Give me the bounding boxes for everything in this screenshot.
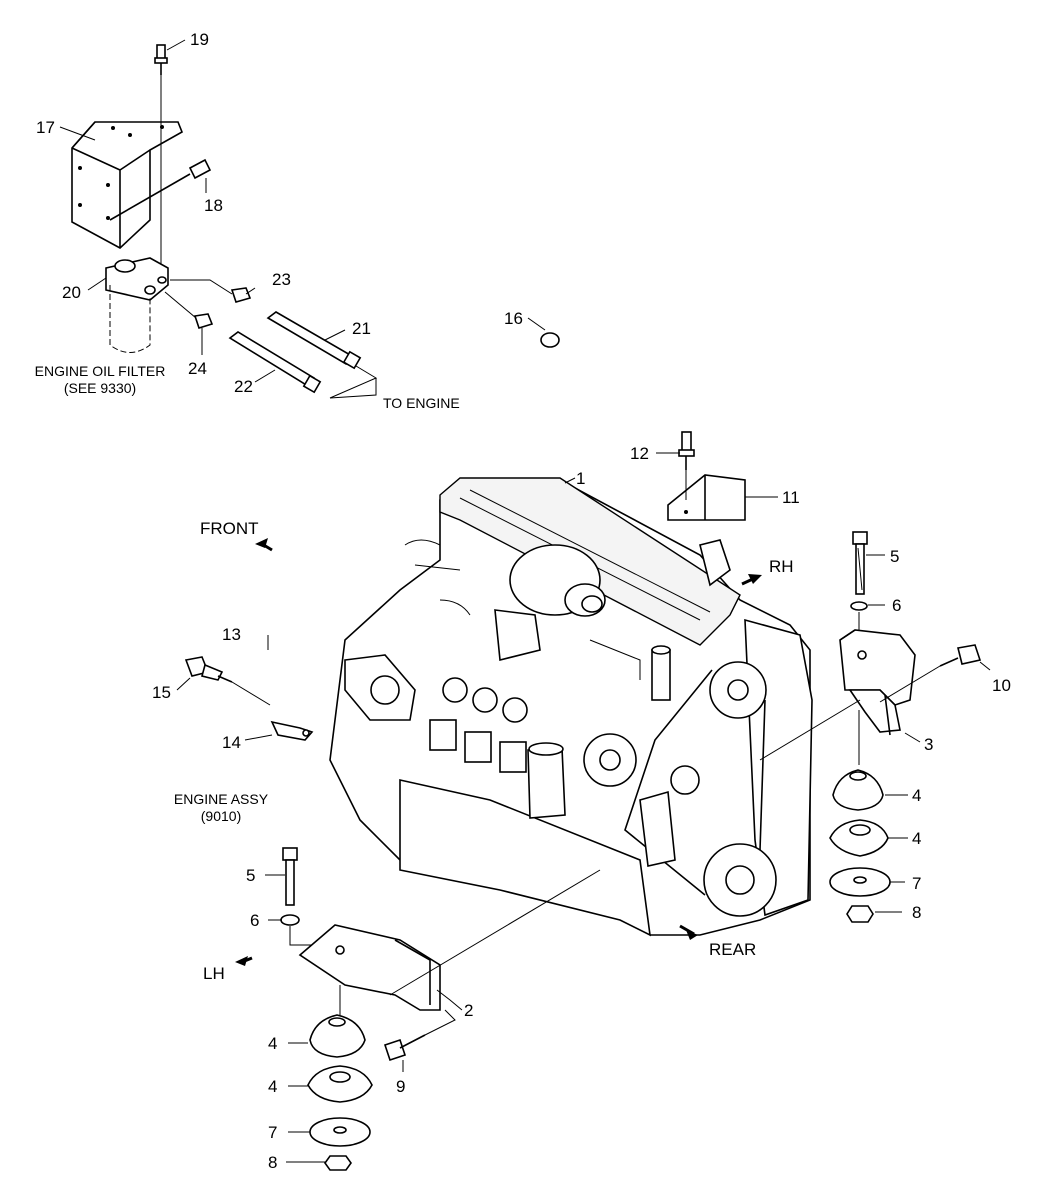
bracket-2: [298, 869, 601, 1015]
callout-13: 13: [222, 625, 241, 644]
hose-22: [228, 331, 322, 394]
washer-7-right: [829, 867, 891, 897]
leader-lines: [59, 39, 991, 1163]
lh-arrow-icon: [235, 956, 253, 966]
direction-front-label: FRONT: [200, 519, 259, 538]
callout-15: 15: [152, 683, 171, 702]
callout-20: 20: [62, 283, 81, 302]
washer-7-left: [309, 1117, 371, 1147]
callout-5-left: 5: [246, 866, 255, 885]
bracket-11: [667, 474, 746, 521]
oil-filter-note-line2: (SEE 9330): [64, 380, 136, 396]
callout-18: 18: [204, 196, 223, 215]
to-engine-note: TO ENGINE: [383, 395, 460, 411]
rh-arrow-icon: [741, 574, 762, 586]
bolt-9: [383, 1009, 456, 1062]
callout-12: 12: [630, 444, 649, 463]
callout-1: 1: [576, 469, 585, 488]
callout-4-left-upper: 4: [268, 1034, 277, 1053]
rubber-mount-4-left-lower: [307, 1065, 373, 1103]
clamp-14: [270, 720, 314, 741]
bolt-18: [109, 158, 212, 221]
callout-11: 11: [782, 488, 800, 507]
callout-19: 19: [190, 30, 209, 49]
callout-8-left: 8: [268, 1153, 277, 1172]
callout-4-right-upper: 4: [912, 786, 921, 805]
rubber-mount-4-left-upper: [309, 1014, 366, 1058]
bolt-10: [879, 644, 982, 703]
callout-21: 21: [352, 319, 371, 338]
callout-9: 9: [396, 1077, 405, 1096]
callout-17: 17: [36, 118, 55, 137]
oil-filter-bracket-17: [71, 121, 184, 249]
callout-23: 23: [272, 270, 291, 289]
callout-22: 22: [234, 377, 253, 396]
rubber-mount-4-right-upper: [832, 769, 884, 811]
bracket-3: [839, 629, 916, 736]
fitting-23: [170, 279, 252, 303]
callout-16: 16: [504, 309, 523, 328]
callout-2: 2: [464, 1001, 473, 1020]
engine-assembly-1: [329, 477, 813, 937]
oil-filter-note-line1: ENGINE OIL FILTER: [35, 363, 166, 379]
rear-arrow-icon: [679, 924, 698, 940]
callout-5-right: 5: [890, 547, 899, 566]
rubber-mount-4-right-lower: [829, 819, 889, 857]
oil-filter-head-20: [105, 257, 169, 353]
direction-lh-label: LH: [203, 964, 225, 983]
callout-14: 14: [222, 733, 241, 752]
callout-3: 3: [924, 735, 933, 754]
fitting-24: [164, 291, 214, 329]
callout-6-left: 6: [250, 911, 259, 930]
hose-21: [266, 311, 378, 399]
callout-8-right: 8: [912, 903, 921, 922]
callout-7-left: 7: [268, 1123, 277, 1142]
callout-4-right-lower: 4: [912, 829, 921, 848]
nut-8-right: [846, 905, 874, 923]
bolt-19: [154, 44, 168, 265]
callout-6-right: 6: [892, 596, 901, 615]
bolt-5-left: [282, 847, 298, 906]
direction-rear-label: REAR: [709, 940, 756, 959]
engine-assy-note-line2: (9010): [201, 808, 241, 824]
callout-10: 10: [992, 676, 1011, 695]
direction-rh-label: RH: [769, 557, 794, 576]
callout-4-left-lower: 4: [268, 1077, 277, 1096]
bolt-15: [184, 656, 271, 706]
engine-assy-note-line1: ENGINE ASSY: [174, 791, 269, 807]
callout-24: 24: [188, 359, 207, 378]
nut-8-left: [324, 1155, 352, 1171]
callout-7-right: 7: [912, 874, 921, 893]
pipe-13: [264, 321, 788, 1054]
bolt-5-right: [852, 531, 868, 595]
front-arrow-icon: [255, 538, 273, 552]
